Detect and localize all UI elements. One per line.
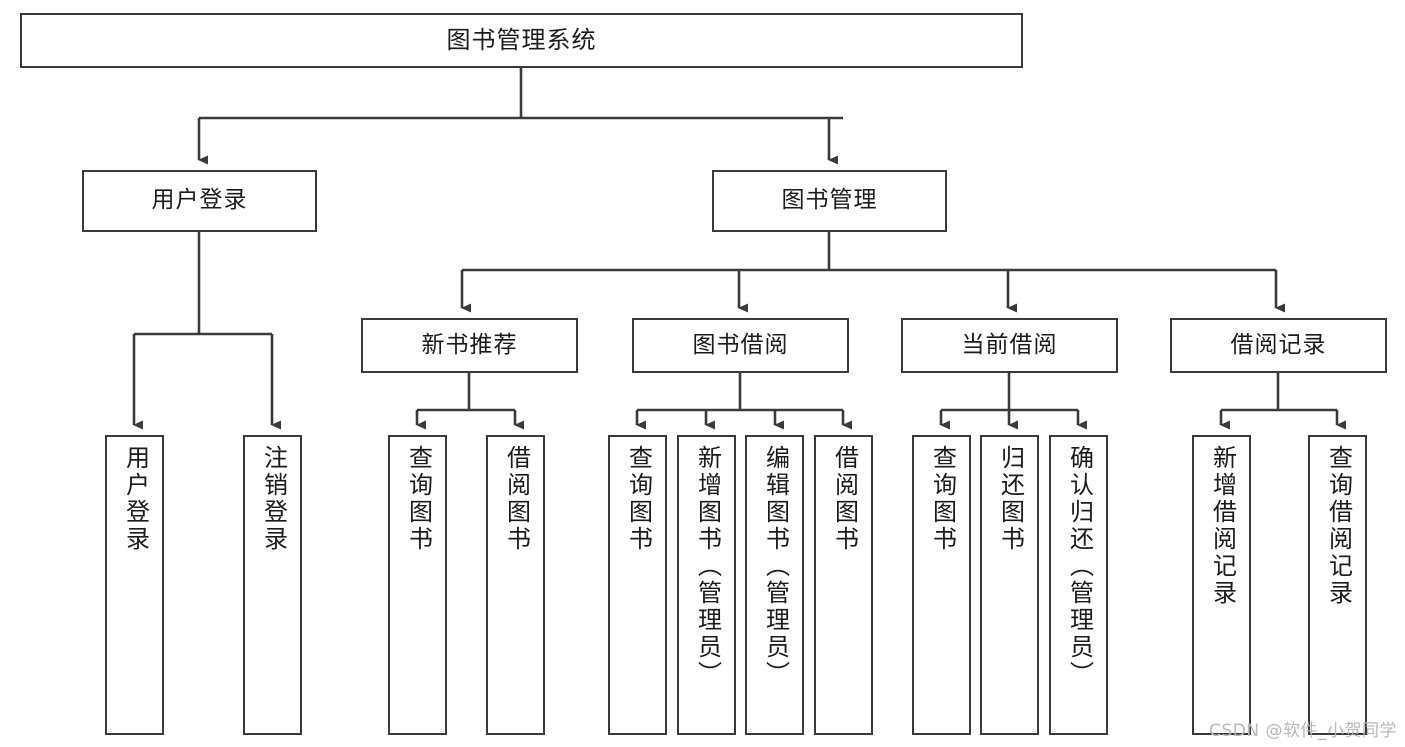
leaf-book-borrow-edit[interactable]: 编辑图书（管理员） bbox=[745, 435, 804, 735]
leaf-book-borrow-lend[interactable]: 借阅图书 bbox=[814, 435, 873, 735]
leaf-text-wrap: 编辑图书（管理员） bbox=[747, 445, 802, 688]
leaf-current-borrow-return[interactable]: 归还图书 bbox=[980, 435, 1039, 735]
node-current-borrow[interactable]: 当前借阅 bbox=[901, 318, 1118, 373]
leaf-text-wrap: 注销登录 bbox=[245, 445, 300, 553]
node-book-management[interactable]: 图书管理 bbox=[712, 170, 947, 232]
node-label: 新书推荐 bbox=[421, 331, 518, 358]
leaf-text-wrap: 用户登录 bbox=[107, 445, 162, 553]
leaf-label: 用户登录 bbox=[121, 445, 150, 553]
leaf-label: 借阅图书 bbox=[830, 445, 859, 553]
node-label: 当前借阅 bbox=[961, 331, 1058, 358]
leaf-text-wrap: 借阅图书 bbox=[816, 445, 871, 553]
leaf-book-borrow-query[interactable]: 查询图书 bbox=[608, 435, 667, 735]
leaf-new-book-borrow[interactable]: 借阅图书 bbox=[486, 435, 545, 735]
leaf-borrow-record-add[interactable]: 新增借阅记录 bbox=[1192, 435, 1251, 735]
leaf-text-wrap: 查询借阅记录 bbox=[1310, 445, 1365, 607]
leaf-text-wrap: 新增图书（管理员） bbox=[679, 445, 734, 688]
leaf-label: 新增借阅记录 bbox=[1208, 445, 1237, 607]
node-borrow-record[interactable]: 借阅记录 bbox=[1170, 318, 1387, 373]
leaf-label: 查询借阅记录 bbox=[1324, 445, 1353, 607]
leaf-user-login-signin[interactable]: 用户登录 bbox=[105, 435, 164, 735]
leaf-user-login-logout[interactable]: 注销登录 bbox=[243, 435, 302, 735]
node-label: 图书借阅 bbox=[692, 331, 789, 358]
leaf-current-borrow-confirm[interactable]: 确认归还（管理员） bbox=[1049, 435, 1108, 735]
leaf-text-wrap: 查询图书 bbox=[610, 445, 665, 553]
leaf-text-wrap: 查询图书 bbox=[390, 445, 445, 553]
leaf-label: 新增图书（管理员） bbox=[693, 445, 722, 688]
node-user-login[interactable]: 用户登录 bbox=[82, 170, 317, 232]
node-label: 图书管理 bbox=[781, 187, 878, 214]
leaf-new-book-query[interactable]: 查询图书 bbox=[388, 435, 447, 735]
leaf-label: 编辑图书（管理员） bbox=[761, 445, 790, 688]
leaf-text-wrap: 借阅图书 bbox=[488, 445, 543, 553]
leaf-label: 查询图书 bbox=[928, 445, 957, 553]
leaf-label: 确认归还（管理员） bbox=[1065, 445, 1094, 688]
watermark-text: CSDN @软件_小贺同学 bbox=[1209, 721, 1397, 741]
leaf-text-wrap: 归还图书 bbox=[982, 445, 1037, 553]
leaf-text-wrap: 新增借阅记录 bbox=[1194, 445, 1249, 607]
leaf-label: 查询图书 bbox=[624, 445, 653, 553]
node-label: 用户登录 bbox=[151, 187, 248, 214]
leaf-text-wrap: 查询图书 bbox=[914, 445, 969, 553]
node-new-book-recommend[interactable]: 新书推荐 bbox=[361, 318, 578, 373]
leaf-current-borrow-query[interactable]: 查询图书 bbox=[912, 435, 971, 735]
node-label: 图书管理系统 bbox=[446, 26, 597, 55]
leaf-label: 归还图书 bbox=[996, 445, 1025, 553]
leaf-label: 注销登录 bbox=[259, 445, 288, 553]
leaf-book-borrow-add[interactable]: 新增图书（管理员） bbox=[677, 435, 736, 735]
leaf-label: 借阅图书 bbox=[502, 445, 531, 553]
leaf-label: 查询图书 bbox=[404, 445, 433, 553]
leaf-borrow-record-query[interactable]: 查询借阅记录 bbox=[1308, 435, 1367, 735]
node-root-system[interactable]: 图书管理系统 bbox=[20, 13, 1023, 68]
node-book-borrow[interactable]: 图书借阅 bbox=[632, 318, 849, 373]
leaf-text-wrap: 确认归还（管理员） bbox=[1051, 445, 1106, 688]
node-label: 借阅记录 bbox=[1230, 331, 1327, 358]
